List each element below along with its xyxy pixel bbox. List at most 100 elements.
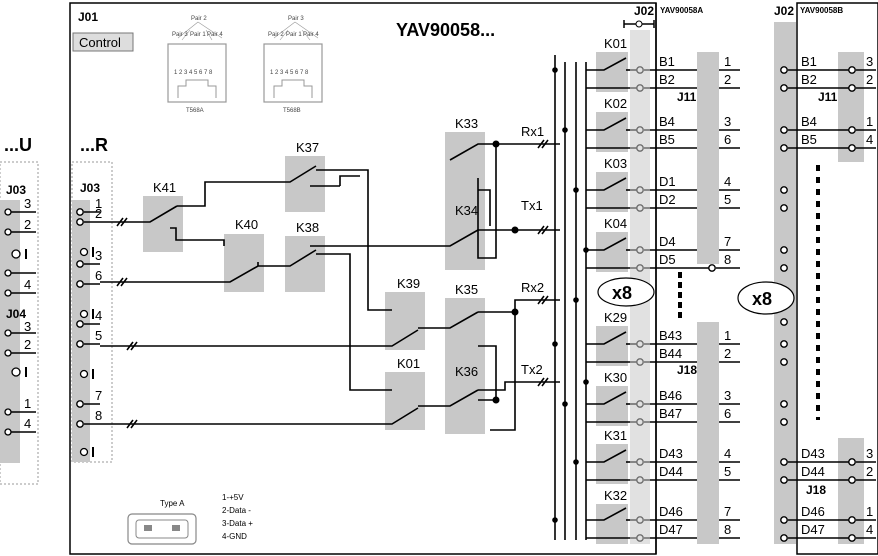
jack-terminal-b	[848, 126, 856, 134]
j02-terminal-b	[780, 144, 788, 152]
r-pin-label: 4	[95, 308, 102, 323]
relay-contact	[586, 57, 627, 71]
jack-pin-a: 8	[724, 252, 731, 267]
relay-label-k01: K01	[397, 356, 420, 371]
jack-pin-a: 2	[724, 346, 731, 361]
jack-pin-b: 1	[866, 114, 873, 129]
left-u-pin: 4	[24, 277, 31, 292]
control-label: Control	[79, 35, 121, 50]
main-board-frame	[69, 2, 657, 555]
jack-pin-a: 6	[724, 132, 731, 147]
jack-pin-b: 2	[866, 72, 873, 87]
jack-pin-a: 4	[724, 446, 731, 461]
b-label-a: D43	[659, 446, 683, 461]
jack-pin-a: 5	[724, 192, 731, 207]
b-label-a: B43	[659, 328, 682, 343]
relay-a-block	[596, 112, 628, 152]
b-label-a: B1	[659, 54, 675, 69]
j02-terminal-b	[780, 340, 788, 348]
relay-contact	[586, 177, 627, 191]
b-label-b: D47	[801, 522, 825, 537]
relay-label-k36: K36	[455, 364, 478, 379]
multiplier-b	[737, 281, 795, 315]
b-label-b: B2	[801, 72, 817, 87]
r-pin-label: 8	[95, 408, 102, 423]
left-u-title: ...U	[4, 135, 32, 155]
jack-pin-a: 3	[724, 388, 731, 403]
left-u-pin: 3	[24, 196, 31, 211]
j18-label-b: J18	[806, 483, 826, 497]
board-name-a: YAV90058A	[660, 6, 703, 15]
relay-contact	[586, 391, 627, 405]
multiplier-a	[597, 277, 655, 307]
j02-terminal-b	[780, 264, 788, 272]
svg-text:Pair 3: Pair 3	[172, 32, 188, 38]
relay-contact	[586, 449, 627, 463]
usb-legend: 3-Data +	[222, 519, 253, 528]
svg-text:Pair 2: Pair 2	[268, 32, 284, 38]
jack-pin-a: 2	[724, 72, 731, 87]
svg-text:Pair 2: Pair 2	[191, 16, 207, 22]
relay-a-block	[596, 444, 628, 484]
jack-pin-a: 7	[724, 504, 731, 519]
relay-a-label: K02	[604, 96, 627, 111]
relay-label-k39: K39	[397, 276, 420, 291]
j02-terminal-b	[780, 358, 788, 366]
relay-label-k35: K35	[455, 282, 478, 297]
b-label-a: D44	[659, 464, 683, 479]
b-label-b: B4	[801, 114, 817, 129]
signal-rx2: Rx2	[521, 280, 544, 295]
jack-pin-a: 1	[724, 328, 731, 343]
j02-terminal-b	[780, 84, 788, 92]
r-pin-label: 1	[95, 196, 102, 211]
b-label-b: D43	[801, 446, 825, 461]
r-pin-terminal	[76, 280, 84, 288]
j02-terminal-b	[780, 418, 788, 426]
j02-terminal-b	[780, 186, 788, 194]
b-label-a: D46	[659, 504, 683, 519]
relay-contact	[586, 507, 627, 521]
b-label-a: B4	[659, 114, 675, 129]
r-pin-label: 6	[95, 268, 102, 283]
relay-a-block	[596, 232, 628, 272]
b-label-b: B1	[801, 54, 817, 69]
svg-text:Pair 1: Pair 1	[286, 32, 302, 38]
left-u-j04-label: J04	[6, 307, 26, 321]
r-pin-terminal	[76, 400, 84, 408]
relay-a-label: K01	[604, 36, 627, 51]
page-title: YAV90058...	[396, 20, 495, 40]
j02-terminal-b	[780, 476, 788, 484]
r-pin-terminal	[76, 208, 84, 216]
ground-terminal	[79, 447, 89, 457]
relay-a-block	[596, 386, 628, 426]
r-pin-label: 5	[95, 328, 102, 343]
jack-pin-a: 1	[724, 54, 731, 69]
jack-pin-b: 2	[866, 464, 873, 479]
multiplier-b-label: x8	[752, 289, 772, 309]
jack-pin-a: 8	[724, 522, 731, 537]
j02-label-a: J02	[634, 4, 654, 18]
j02-terminal-b	[780, 246, 788, 254]
svg-text:T568B: T568B	[283, 108, 301, 114]
r-pin-label: 3	[95, 248, 102, 263]
b-label-a: D47	[659, 522, 683, 537]
j11-connector-a	[697, 52, 719, 264]
b-label-a: B46	[659, 388, 682, 403]
svg-text:Pair 3: Pair 3	[288, 16, 304, 22]
j02-terminal-b	[780, 534, 788, 542]
signal-tx1: Tx1	[521, 198, 543, 213]
b-label-a: D1	[659, 174, 676, 189]
r-pin-terminal	[76, 260, 84, 268]
jack-pin-b: 3	[866, 446, 873, 461]
r-pin-terminal	[76, 340, 84, 348]
j18-label-a: J18	[677, 363, 697, 377]
usb-legend: 4-GND	[222, 532, 247, 541]
b-label-a: D5	[659, 252, 676, 267]
rj45-t568b-icon: Pair 3 Pair 2 Pair 1 Pair 4 1 2 3 4 5 6 …	[263, 16, 323, 114]
jack-pin-b: 1	[866, 504, 873, 519]
section-b-connector	[774, 22, 796, 544]
relay-a-label: K31	[604, 428, 627, 443]
ground-terminal	[79, 369, 89, 379]
r-pin-label: 7	[95, 388, 102, 403]
jack-pin-a: 3	[724, 114, 731, 129]
